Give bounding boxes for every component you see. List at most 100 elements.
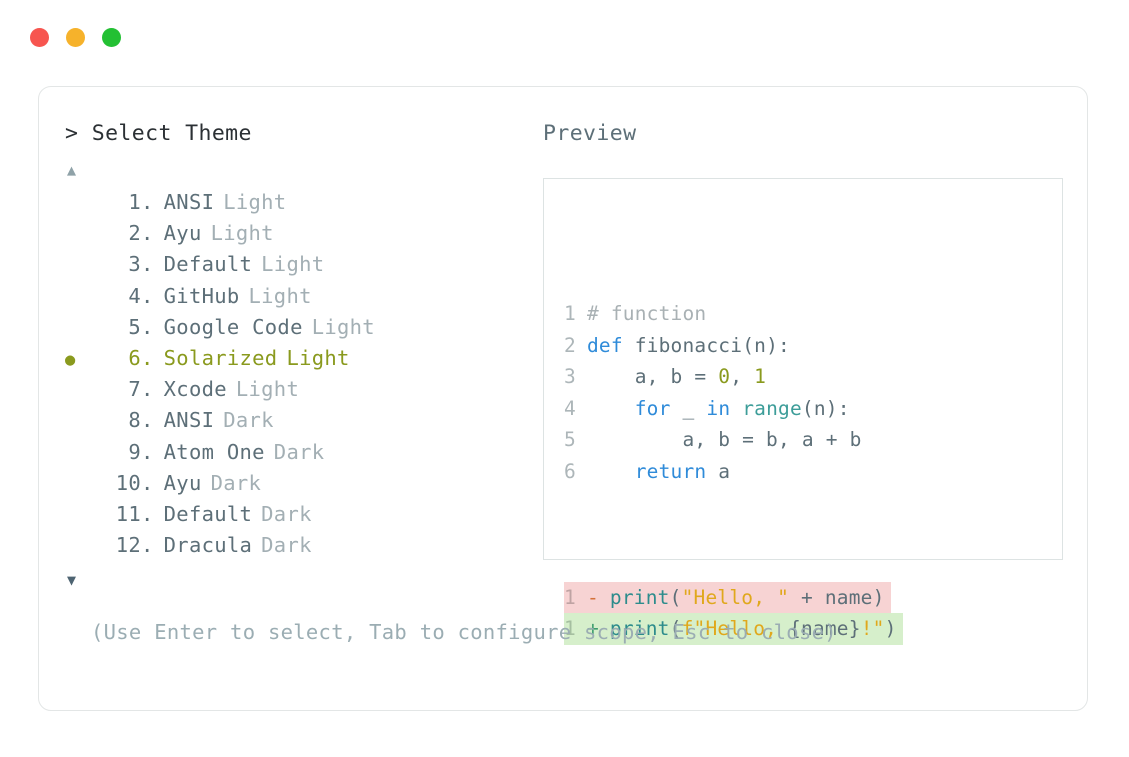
- code-line-number: 2: [564, 333, 576, 357]
- theme-item-name: Atom One: [163, 439, 265, 464]
- code-token: {name}: [789, 617, 861, 640]
- theme-item-separator: .: [141, 314, 154, 339]
- picker-prompt: > Select Theme: [65, 119, 543, 149]
- theme-item-name: Dracula: [163, 533, 253, 558]
- close-window-button[interactable]: [30, 28, 49, 47]
- theme-item-name: Solarized: [163, 345, 278, 370]
- code-line-number: 1: [564, 302, 576, 325]
- theme-item-separator: .: [141, 190, 154, 214]
- theme-item-number: 6: [128, 345, 141, 370]
- scroll-up-icon[interactable]: ▲: [67, 161, 77, 179]
- theme-item-number: 4: [128, 283, 141, 308]
- code-line-number: 3: [564, 365, 576, 388]
- theme-item-separator: .: [141, 221, 154, 246]
- theme-list-item[interactable]: 8. ANSI Dark: [65, 405, 543, 436]
- theme-item-number: 3: [128, 252, 141, 277]
- theme-item-separator: .: [141, 283, 154, 308]
- theme-item-variant: Dark: [261, 533, 312, 558]
- scroll-down-icon[interactable]: ▼: [67, 571, 77, 590]
- code-token: a, b =: [586, 365, 719, 388]
- code-line: 6 return a: [564, 456, 1054, 488]
- code-line: 2 def fibonacci(n):: [564, 330, 1054, 362]
- code-token: [587, 460, 635, 483]
- minimize-window-button[interactable]: [66, 28, 85, 47]
- theme-item-number: 1: [128, 190, 141, 214]
- theme-item-separator: .: [141, 470, 154, 495]
- code-token: def: [586, 333, 623, 357]
- theme-item-number: 8: [128, 408, 141, 433]
- code-line: 4 for _ in range(n):: [564, 393, 1054, 425]
- code-token: f: [681, 617, 694, 640]
- theme-item-name: Google Code: [163, 314, 303, 339]
- theme-item-separator: .: [141, 345, 154, 370]
- theme-list-item[interactable]: 10. Ayu Dark: [65, 468, 543, 499]
- code-line: 1 # function: [564, 298, 1054, 330]
- code-token: range: [742, 396, 802, 420]
- theme-item-variant: Dark: [273, 439, 325, 464]
- selected-bullet-icon: ●: [65, 349, 76, 370]
- code-line: 3 a, b = 0, 1: [564, 361, 1054, 393]
- theme-item-variant: Dark: [223, 408, 274, 433]
- theme-item-separator: .: [141, 408, 154, 433]
- code-token: _: [670, 396, 707, 420]
- theme-item-name: Default: [163, 501, 253, 526]
- code-token: 0: [718, 365, 731, 388]
- code-token: !": [860, 617, 885, 640]
- theme-item-variant: Dark: [210, 470, 262, 495]
- page-title: Select Theme: [91, 121, 252, 146]
- theme-item-name: ANSI: [163, 190, 215, 214]
- code-token: # function: [586, 302, 707, 325]
- diff-plus-icon: +: [586, 617, 599, 640]
- theme-item-number: 11: [115, 501, 141, 526]
- code-lines: 1 # function 2 def fibonacci(n): 3 a, b = 0,…: [564, 298, 1054, 487]
- keyboard-hint: (Use Enter to select, Tab to configure s…: [91, 620, 837, 644]
- code-token: a, b = b, a + b: [586, 428, 862, 451]
- theme-item-variant: Light: [261, 252, 325, 277]
- theme-item-separator: .: [141, 252, 154, 277]
- code-line-number: 6: [564, 459, 576, 483]
- code-token: return: [634, 459, 707, 483]
- code-line: 5 a, b = b, a + b: [564, 424, 1054, 456]
- preview-panel: 1 # function 2 def fibonacci(n): 3 a, b = 0,…: [543, 178, 1063, 645]
- theme-item-number: 2: [128, 221, 141, 246]
- theme-item-name: ANSI: [163, 408, 215, 433]
- theme-item-name: Ayu: [163, 470, 202, 495]
- window-titlebar: [30, 28, 121, 47]
- theme-list-item[interactable]: 11. Default Dark: [65, 499, 543, 530]
- theme-item-separator: .: [141, 533, 154, 558]
- theme-item-name: GitHub: [163, 283, 240, 308]
- code-token: ): [884, 617, 897, 640]
- theme-list-item[interactable]: 3. Default Light: [65, 249, 543, 280]
- code-token: print: [609, 617, 670, 640]
- theme-item-name: Default: [163, 252, 253, 277]
- preview-label: Preview: [543, 121, 637, 146]
- code-token: + name): [789, 585, 885, 609]
- code-token: [730, 397, 742, 420]
- maximize-window-button[interactable]: [102, 28, 121, 47]
- code-token: fibonacci: [622, 333, 743, 357]
- theme-item-separator: .: [141, 439, 154, 464]
- preview-column: Preview 1 # function 2 def fibonacci(n): 3 a…: [543, 119, 1063, 645]
- prompt-caret-icon: >: [65, 121, 79, 146]
- code-token: in: [706, 396, 731, 420]
- theme-item-variant: Dark: [261, 501, 312, 526]
- code-token: (n):: [742, 333, 790, 357]
- code-token: (: [669, 617, 682, 640]
- theme-item-number: 10: [115, 470, 141, 495]
- theme-item-separator: .: [141, 501, 154, 526]
- code-token: "Hello, ": [681, 585, 790, 609]
- diff-line-number: 1: [564, 585, 576, 609]
